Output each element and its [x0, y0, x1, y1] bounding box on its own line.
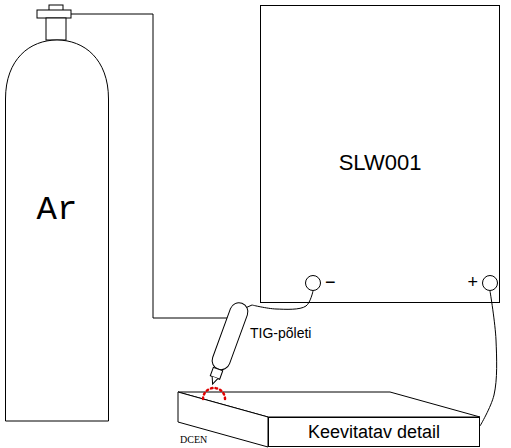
valve-neck — [46, 18, 66, 40]
torch-cable — [252, 291, 313, 309]
torch-body — [204, 300, 250, 387]
welding-machine: − + SLW001 — [260, 5, 500, 303]
terminal-outline — [305, 275, 321, 291]
tig-torch: TIG-põleti — [200, 295, 252, 390]
gas-name: Ar — [37, 191, 78, 229]
machine-model: SLW001 — [339, 150, 422, 176]
polarity-sign: + — [467, 272, 478, 293]
box-outline — [269, 418, 480, 447]
valve-bar — [37, 10, 71, 18]
work-cable — [480, 291, 497, 426]
negative-terminal: − — [305, 275, 321, 291]
tungsten-tip — [210, 377, 218, 386]
torch-outline — [200, 295, 252, 390]
welding-arc — [203, 388, 225, 399]
positive-terminal: + — [482, 275, 498, 291]
terminal-circle — [483, 276, 498, 291]
gas-cylinder: Ar — [5, 4, 109, 422]
workpiece-side-face — [178, 392, 268, 447]
box-outline — [261, 6, 500, 303]
workpiece: Keevitatav detail — [268, 417, 480, 447]
torch-handle — [210, 300, 251, 372]
hose-stub — [200, 318, 229, 319]
polarity-mode: DCEN — [180, 434, 207, 445]
polarity-sign: − — [325, 272, 336, 293]
terminal-circle — [306, 276, 321, 291]
workpiece-label: Keevitatav detail — [308, 422, 440, 443]
terminal-outline — [482, 275, 498, 291]
torch-label: TIG-põleti — [250, 325, 311, 341]
cylinder-body — [6, 40, 109, 421]
